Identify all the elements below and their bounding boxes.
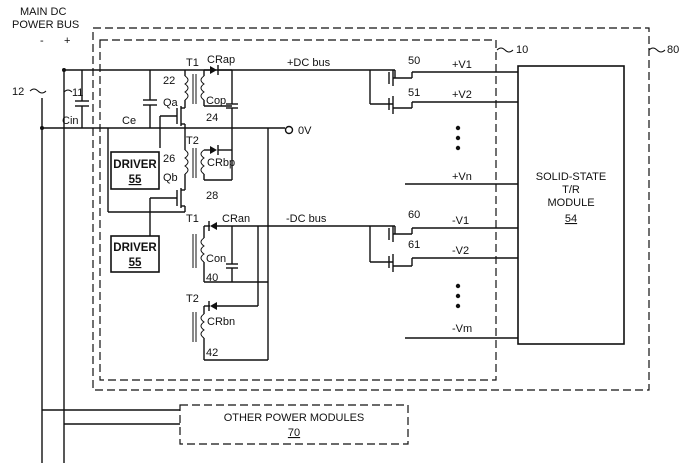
cran-diode (210, 222, 217, 230)
ref-10-leader (497, 48, 513, 52)
ellipsis-dot (456, 136, 460, 140)
vm-label: -Vm (452, 323, 472, 335)
cop-label: Cop (206, 95, 226, 107)
ellipsis-dot (456, 126, 460, 130)
crbn-diode (210, 302, 217, 310)
ref-12: 12 (12, 86, 24, 98)
nv2-label: -V2 (452, 245, 469, 257)
plus-label: + (64, 35, 70, 47)
sw51-label: 51 (408, 87, 420, 99)
n22-label: 22 (163, 75, 175, 87)
ellipsis-dot (456, 284, 460, 288)
tr-ref: 54 (565, 213, 577, 225)
ref-80-leader (649, 48, 665, 52)
crap-label: CRap (207, 54, 235, 66)
ellipsis-dot (456, 146, 460, 150)
t1-primary-winding (185, 76, 188, 100)
v1-label: +V1 (452, 59, 472, 71)
cin-label: Cin (62, 115, 79, 127)
n26-label: 26 (163, 153, 175, 165)
minus-label: - (40, 35, 44, 47)
crap-diode (210, 66, 217, 74)
driver-bottom-ref: 55 (129, 257, 142, 269)
t2-bot-label: T2 (186, 293, 199, 305)
tr-line3: MODULE (547, 197, 594, 209)
t1-secondary-winding (201, 76, 204, 100)
t1-top-label: T1 (186, 57, 199, 69)
t2n-secondary (201, 314, 204, 338)
other-modules-title: OTHER POWER MODULES (224, 412, 365, 424)
n24-label: 24 (206, 112, 218, 124)
zero-volt-terminal (286, 127, 293, 134)
sw61-label: 61 (408, 239, 420, 251)
crbp-diode (210, 146, 217, 154)
t1n-secondary (201, 238, 204, 262)
v2-label: +V2 (452, 89, 472, 101)
qa-label: Qa (163, 97, 179, 109)
ref-80: 80 (667, 44, 679, 56)
vn-label: +Vn (452, 171, 472, 183)
driver-bottom-title: DRIVER (113, 242, 157, 254)
ref-10: 10 (516, 44, 528, 56)
n40-label: 40 (206, 272, 218, 284)
junction (40, 126, 44, 130)
ref-11: 11 (72, 87, 83, 99)
ref-11-leader (64, 90, 72, 92)
t2-primary-winding (185, 150, 188, 174)
ce-label: Ce (122, 115, 136, 127)
main-dc-label-1: MAIN DC (20, 6, 67, 18)
t2-secondary-winding (201, 150, 204, 174)
junction (62, 68, 66, 72)
n42-label: 42 (206, 347, 218, 359)
driver-top-title: DRIVER (113, 159, 157, 171)
t2-mid-label: T2 (186, 135, 199, 147)
tr-line2: T/R (562, 184, 580, 196)
crbn-label: CRbn (207, 316, 235, 328)
con-label: Con (206, 253, 226, 265)
driver-top-ref: 55 (129, 174, 142, 186)
dc-bus-pos-label: +DC bus (287, 57, 331, 69)
other-modules-ref: 70 (288, 427, 300, 439)
ref-12-leader (30, 89, 46, 93)
tr-line1: SOLID-STATE (536, 171, 607, 183)
ellipsis-dot (456, 304, 460, 308)
qb-label: Qb (163, 172, 178, 184)
sw60-label: 60 (408, 209, 420, 221)
main-dc-label-2: POWER BUS (12, 19, 79, 31)
enclosure-10 (100, 40, 496, 380)
nv1-label: -V1 (452, 215, 469, 227)
t1-bot-label: T1 (186, 213, 199, 225)
cran-label: CRan (222, 213, 250, 225)
n28-label: 28 (206, 190, 218, 202)
sw50-label: 50 (408, 55, 420, 67)
zero-volt-label: 0V (298, 125, 312, 137)
crbp-label: CRbp (207, 157, 235, 169)
dc-bus-neg-label: -DC bus (286, 213, 327, 225)
ellipsis-dot (456, 294, 460, 298)
